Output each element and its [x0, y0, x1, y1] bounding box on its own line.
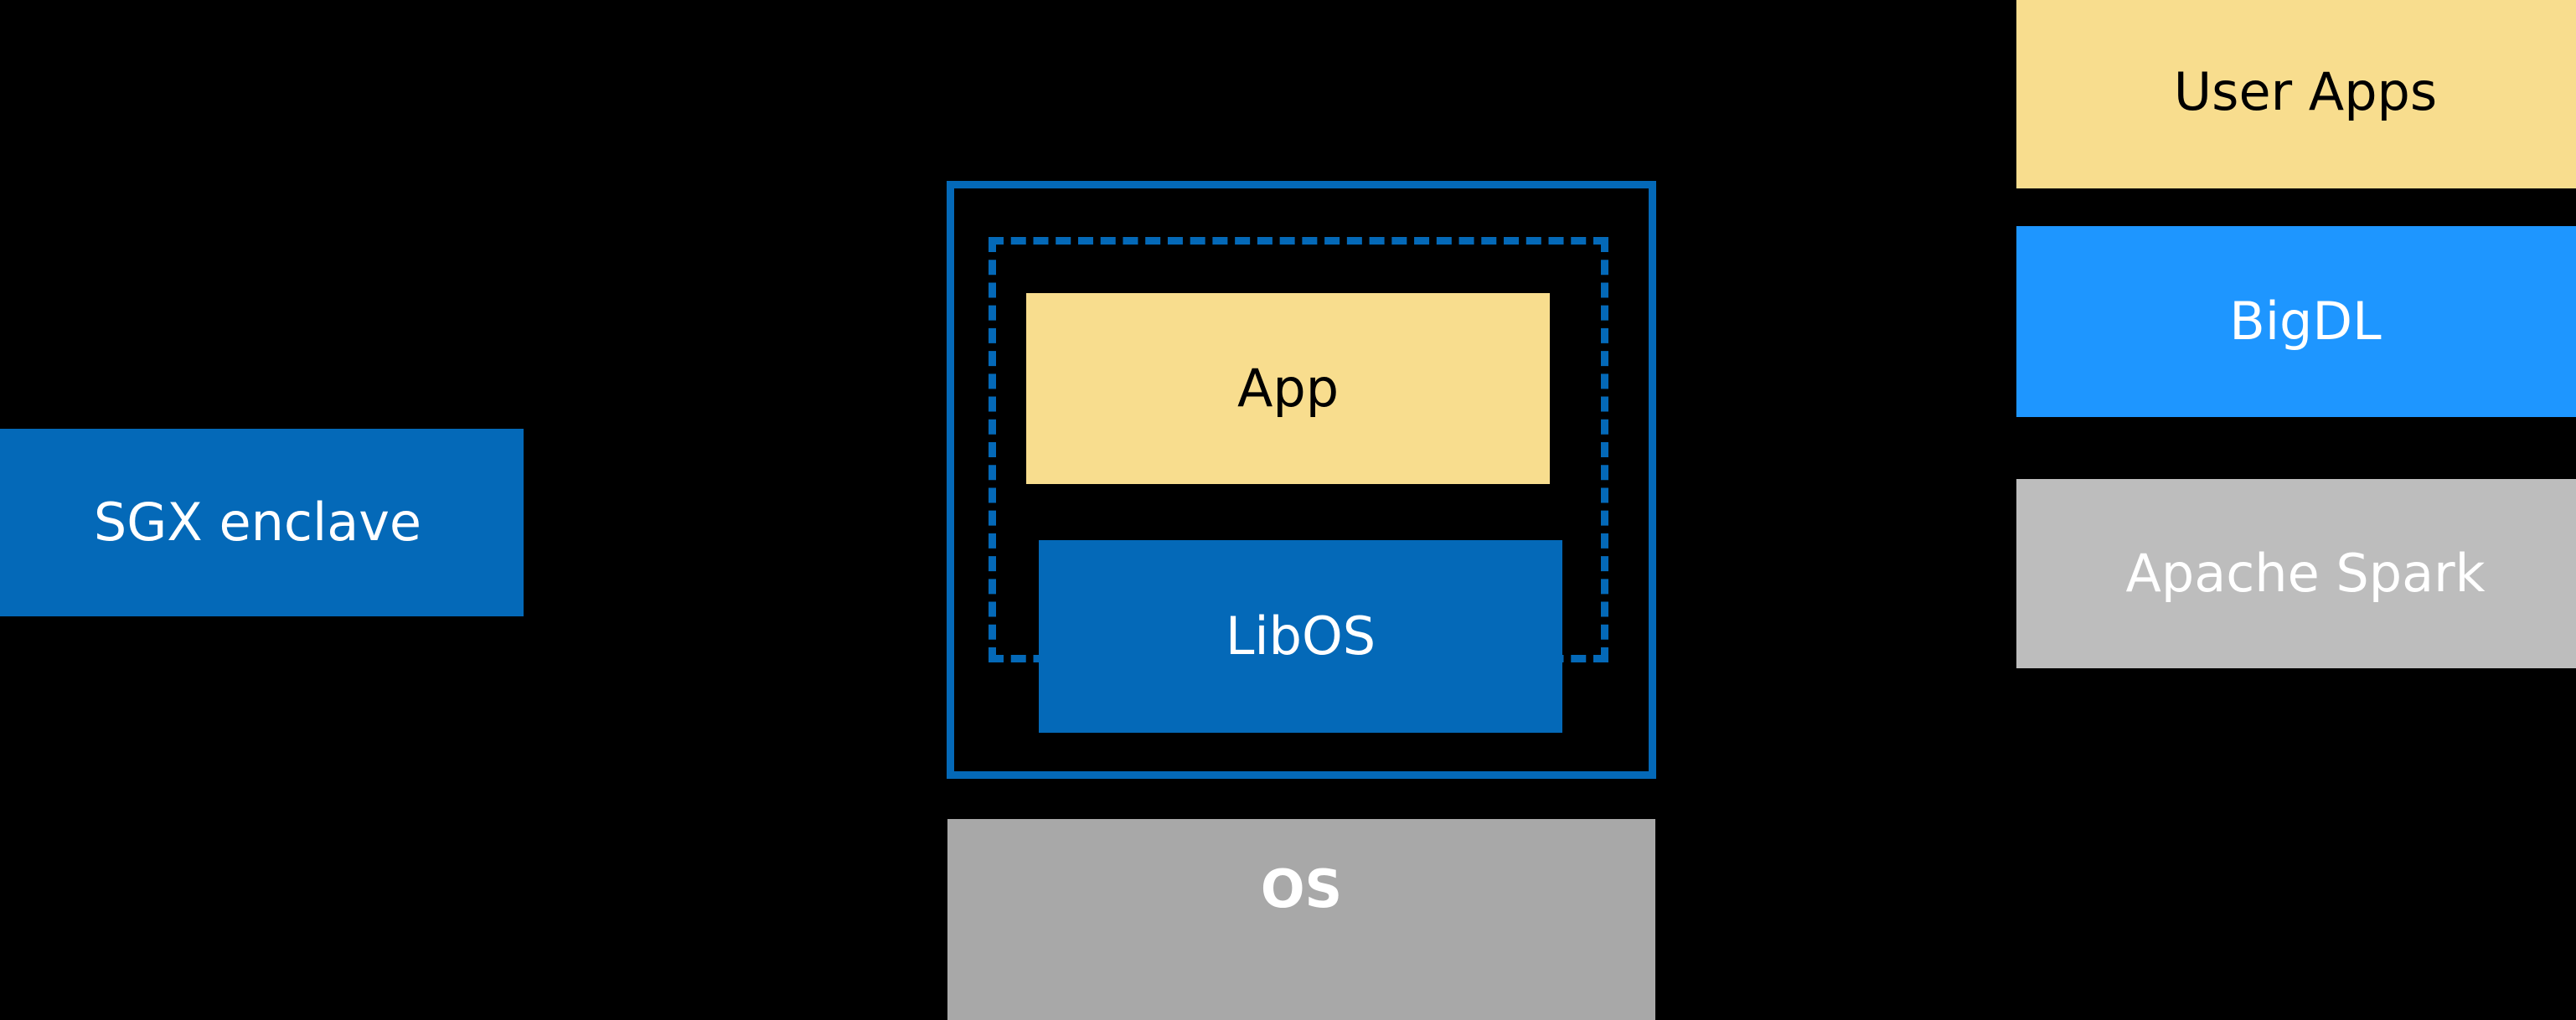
libos-box: LibOS: [1039, 540, 1562, 733]
libos-label: LibOS: [1225, 605, 1376, 667]
enclave-boundary-outline: [947, 181, 1656, 779]
apache-spark-box: Apache Spark: [2016, 479, 2576, 668]
sgx-enclave-label: SGX enclave: [93, 491, 422, 553]
os-label: OS: [1260, 858, 1343, 920]
os-box: OS: [947, 819, 1655, 1020]
app-box: App: [1026, 293, 1550, 484]
connector-sgx-enclave-to-enclave-boundary: [523, 465, 947, 528]
sgx-enclave-box: SGX enclave: [0, 429, 524, 616]
user-apps-box: User Apps: [2016, 0, 2576, 188]
apache-spark-label: Apache Spark: [2125, 542, 2486, 604]
user-apps-label: User Apps: [2173, 60, 2438, 122]
bigdl-label: BigDL: [2229, 290, 2382, 352]
bigdl-box: BigDL: [2016, 226, 2576, 417]
app-label: App: [1236, 357, 1340, 419]
